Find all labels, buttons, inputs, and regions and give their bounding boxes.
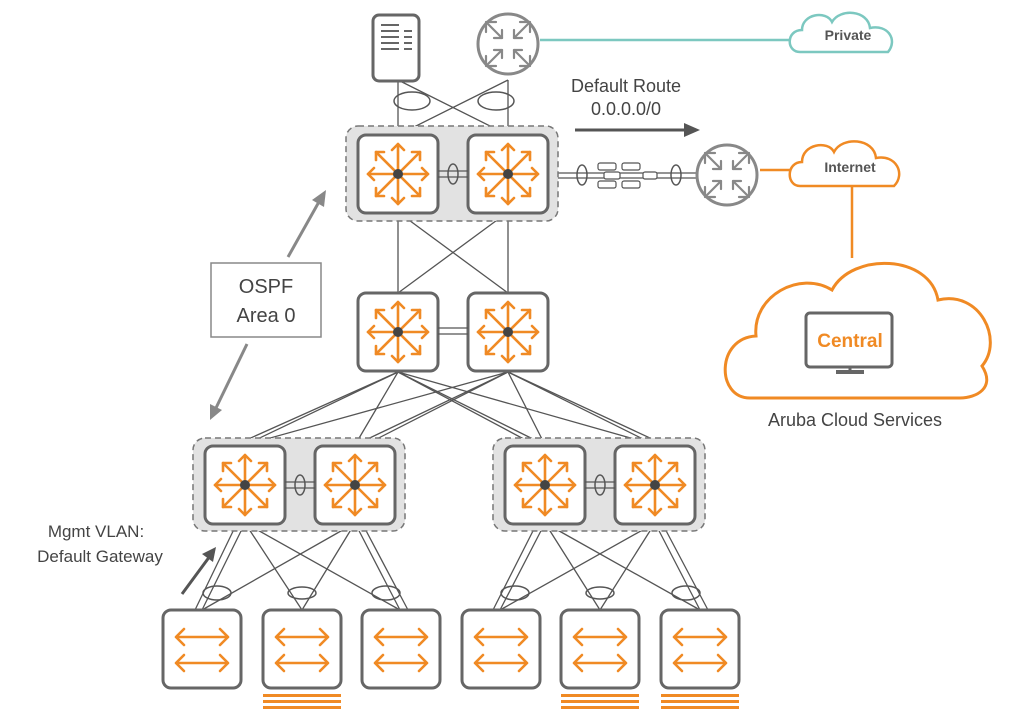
l3-switch-icon <box>366 300 430 364</box>
dist-switch-r2 <box>613 444 697 526</box>
access-switch <box>559 608 641 690</box>
core-switch-left <box>356 133 440 215</box>
access-switch <box>360 608 442 690</box>
ospf-box: OSPF Area 0 <box>210 262 322 338</box>
l3-switch-icon <box>366 142 430 206</box>
private-label: Private <box>825 27 872 43</box>
router-icon <box>695 143 759 207</box>
default-route-arrow <box>575 123 700 137</box>
internet-cloud: Internet <box>788 140 901 188</box>
central-label: Central <box>817 331 882 352</box>
private-cloud: Private <box>788 11 894 54</box>
l3-switch-icon <box>476 300 540 364</box>
ospf-label: OSPF <box>239 276 293 298</box>
lag-markers <box>202 91 701 601</box>
access-switch <box>659 608 741 690</box>
aruba-cloud-label: Aruba Cloud Services <box>768 410 942 430</box>
l3-switch-icon <box>213 453 277 517</box>
agg-switch-left <box>356 291 440 373</box>
default-gateway-label: Default Gateway <box>37 547 163 566</box>
core-switch-right <box>466 133 550 215</box>
router-icon <box>476 12 540 76</box>
dist-switch-r1 <box>503 444 587 526</box>
internet-link <box>549 162 696 189</box>
dist-switch-l2 <box>313 444 397 526</box>
l3-switch-icon <box>623 453 687 517</box>
links <box>194 79 709 611</box>
l3-switch-icon <box>323 453 387 517</box>
mgmt-arrow <box>180 547 216 595</box>
aruba-cloud: Central <box>723 261 992 400</box>
ospf-area-label: Area 0 <box>237 305 296 327</box>
server-icon <box>371 13 421 83</box>
stack-bars <box>263 694 739 709</box>
internet-label: Internet <box>824 159 876 175</box>
monitor-icon <box>804 311 894 374</box>
access-switch <box>261 608 343 690</box>
mgmt-vlan-label: Mgmt VLAN: <box>48 522 144 541</box>
default-route-prefix: 0.0.0.0/0 <box>591 99 661 119</box>
l3-switch-icon <box>513 453 577 517</box>
agg-switch-right <box>466 291 550 373</box>
default-route-label: Default Route <box>571 76 681 96</box>
dist-switch-l1 <box>203 444 287 526</box>
access-switch <box>460 608 542 690</box>
l3-switch-icon <box>476 142 540 206</box>
ospf-arrows <box>210 190 326 420</box>
access-switch <box>161 608 243 690</box>
